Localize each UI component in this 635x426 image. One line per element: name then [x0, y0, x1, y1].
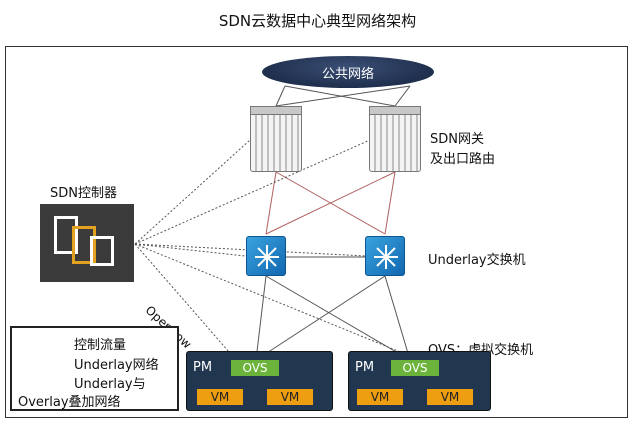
vm-box: VM: [197, 389, 243, 405]
switch-arrows-icon: [374, 245, 398, 269]
physical-host-2: PM OVS VM VM: [348, 351, 491, 411]
link-router1-switch1: [265, 171, 277, 235]
control-traffic-lines: [134, 139, 421, 361]
sdn-controller-icon: [40, 204, 134, 282]
physical-host-1: PM OVS VM VM: [186, 351, 333, 411]
public-network-cloud: 公共网络: [262, 56, 434, 88]
link-cloud-router2: [394, 85, 411, 107]
gateway-router-2: [369, 106, 421, 172]
gateway-label-line1: SDN网关: [430, 132, 484, 147]
vm-box: VM: [357, 389, 403, 405]
vm-box: VM: [427, 389, 473, 405]
legend-underlay: Underlay网络: [74, 358, 159, 373]
link-switch1-host2: [265, 275, 411, 361]
legend-control: 控制流量: [74, 338, 127, 353]
link-cloud-router1: [275, 85, 286, 107]
vm-box: VM: [267, 389, 313, 405]
gateway-router-1: [250, 106, 302, 172]
pm-label: PM: [355, 360, 375, 375]
legend-overlay-line1: Underlay与: [74, 377, 146, 392]
controller-label: SDN控制器: [50, 186, 117, 201]
ovs-switch: OVS: [231, 360, 279, 376]
pm-label: PM: [193, 360, 213, 375]
underlay-switch-2: [365, 236, 405, 276]
link-router2-switch2: [384, 171, 396, 235]
link-cloud-router2b: [275, 85, 411, 107]
legend-overlay-line2: Overlay叠加网络: [18, 395, 121, 410]
link-router2-switch1: [265, 171, 396, 235]
switch-arrows-icon: [255, 245, 279, 269]
underlay-switch-1: [246, 236, 286, 276]
link-switch2-host1: [255, 275, 386, 361]
link-switch1-host1: [255, 275, 267, 361]
ovs-switch: OVS: [391, 360, 439, 376]
switch-label: Underlay交换机: [428, 253, 526, 268]
diagram-frame: [5, 46, 628, 418]
cloud-label: 公共网络: [321, 66, 374, 82]
gateway-label-line2: 及出口路由: [430, 152, 496, 167]
legend: 控制流量 Underlay网络 Underlay与 Overlay叠加网络: [10, 326, 179, 411]
link-switch2-host2: [384, 275, 411, 361]
diagram-title: SDN云数据中心典型网络架构: [218, 12, 417, 30]
